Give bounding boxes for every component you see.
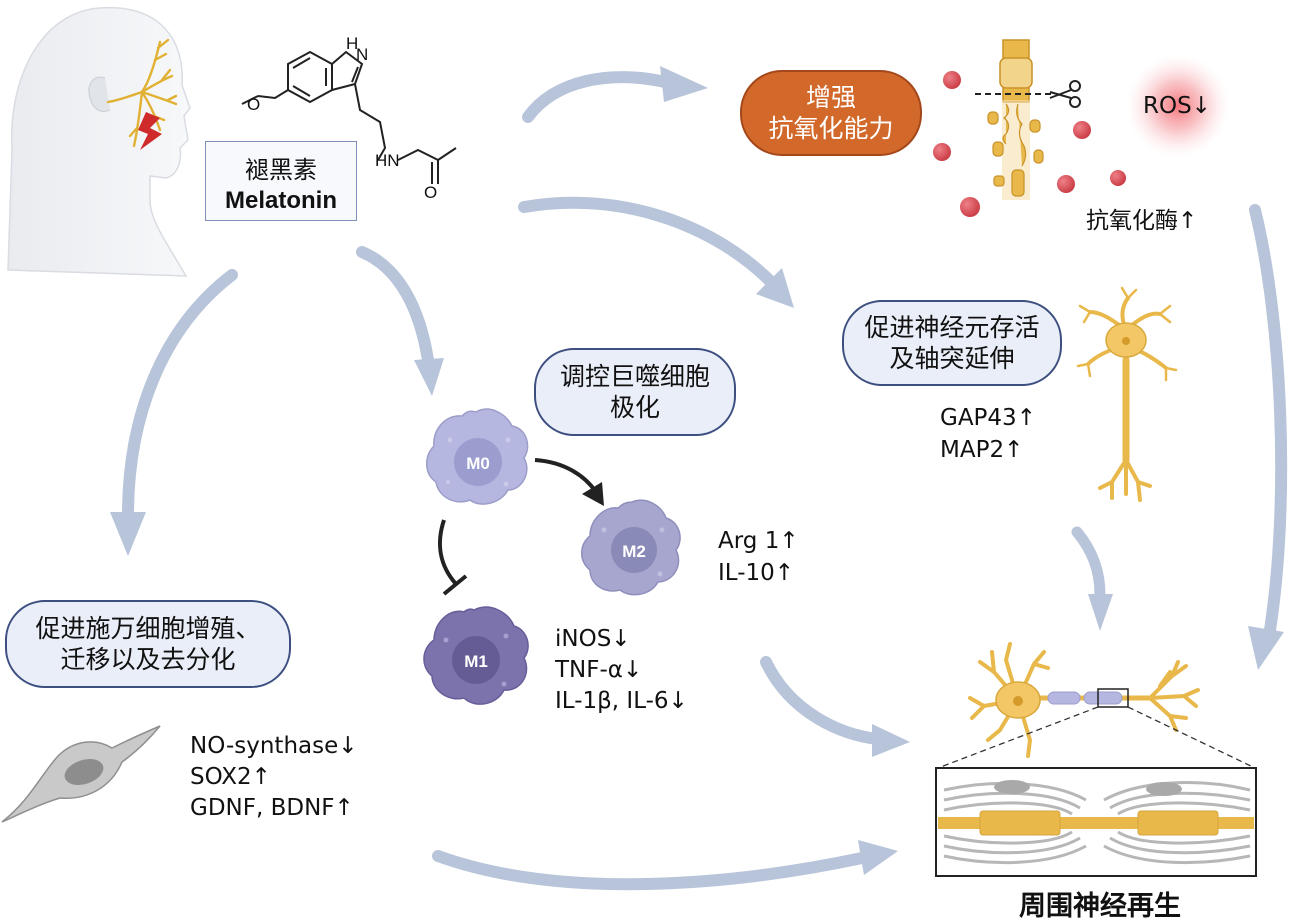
melatonin-label-box: 褪黑素 Melatonin xyxy=(205,141,357,221)
macrophage-m0-label: M0 xyxy=(466,454,490,473)
macrophage-polarization-pill: 调控巨噬细胞 极化 xyxy=(534,348,736,436)
arrow-neuron-to-regeneration xyxy=(1071,526,1113,631)
regenerated-neuron-icon xyxy=(937,642,1256,769)
sox2-marker: SOX2↑ xyxy=(190,764,271,790)
melatonin-cn-label: 褪黑素 xyxy=(245,156,317,184)
macrophage-m1: M1 xyxy=(423,606,529,705)
melatonin-structure-icon xyxy=(241,50,457,184)
outcome-label: 周围神经再生 xyxy=(1019,891,1181,922)
arrow-to-antioxidant xyxy=(522,66,708,123)
myelin-sheath-icon xyxy=(935,767,1257,877)
schwann-cell-icon xyxy=(1,725,161,823)
il1b-il6-marker: IL-1β, IL-6↓ xyxy=(555,688,688,714)
inos-marker: iNOS↓ xyxy=(555,626,631,652)
il10-marker: IL-10↑ xyxy=(718,560,795,586)
damaged-axon-icon xyxy=(975,39,1055,200)
antioxidant-enzyme-marker: 抗氧化酶↑ xyxy=(1086,208,1198,234)
melatonin-en-label: Melatonin xyxy=(225,187,337,214)
macrophage-m1-label: M1 xyxy=(464,652,488,671)
head-icon xyxy=(7,7,191,277)
arrow-antioxidant-to-regeneration xyxy=(1248,204,1288,670)
inhibition-m0-m1 xyxy=(438,519,468,596)
molecule-n-label: N xyxy=(356,45,368,64)
ros-glow-icon xyxy=(1126,54,1230,158)
gap43-marker: GAP43↑ xyxy=(940,405,1036,431)
arrow-to-schwann xyxy=(110,269,238,556)
ros-particles xyxy=(933,71,1126,217)
polarization-arrow-m0-m2 xyxy=(534,458,604,506)
neuron-nucleus xyxy=(1122,337,1130,345)
neuron-icon xyxy=(1076,286,1178,502)
schwann-proliferation-pill: 促进施万细胞增殖、 迁移以及去分化 xyxy=(5,600,291,688)
antioxidant-pill: 增强 抗氧化能力 xyxy=(740,70,922,156)
scissors-icon xyxy=(1049,80,1081,108)
pathway-arrows xyxy=(110,66,1288,891)
arrow-to-neuron xyxy=(518,196,794,308)
macrophage-m2: M2 xyxy=(581,499,681,596)
map2-marker: MAP2↑ xyxy=(940,437,1024,463)
ros-marker: ROS↓ xyxy=(1143,93,1211,119)
gdnf-bdnf-marker: GDNF, BDNF↑ xyxy=(190,795,354,821)
arrow-macrophage-to-regeneration xyxy=(760,656,910,757)
no-synthase-marker: NO-synthase↓ xyxy=(190,733,358,759)
arg1-marker: Arg 1↑ xyxy=(718,528,799,554)
tnf-marker: TNF-α↓ xyxy=(555,657,643,683)
molecule-nh-label: H xyxy=(346,34,358,53)
macrophage-m2-label: M2 xyxy=(622,542,646,561)
arrow-schwann-to-regeneration xyxy=(432,840,898,891)
molecule-o-label: O xyxy=(247,95,260,114)
molecule-hn-label: HN xyxy=(375,151,400,170)
macrophage-m0: M0 xyxy=(426,408,529,505)
neuron-survival-pill: 促进神经元存活 及轴突延伸 xyxy=(842,300,1062,386)
arrow-to-macrophage xyxy=(356,246,444,396)
molecule-o2-label: O xyxy=(424,183,437,202)
